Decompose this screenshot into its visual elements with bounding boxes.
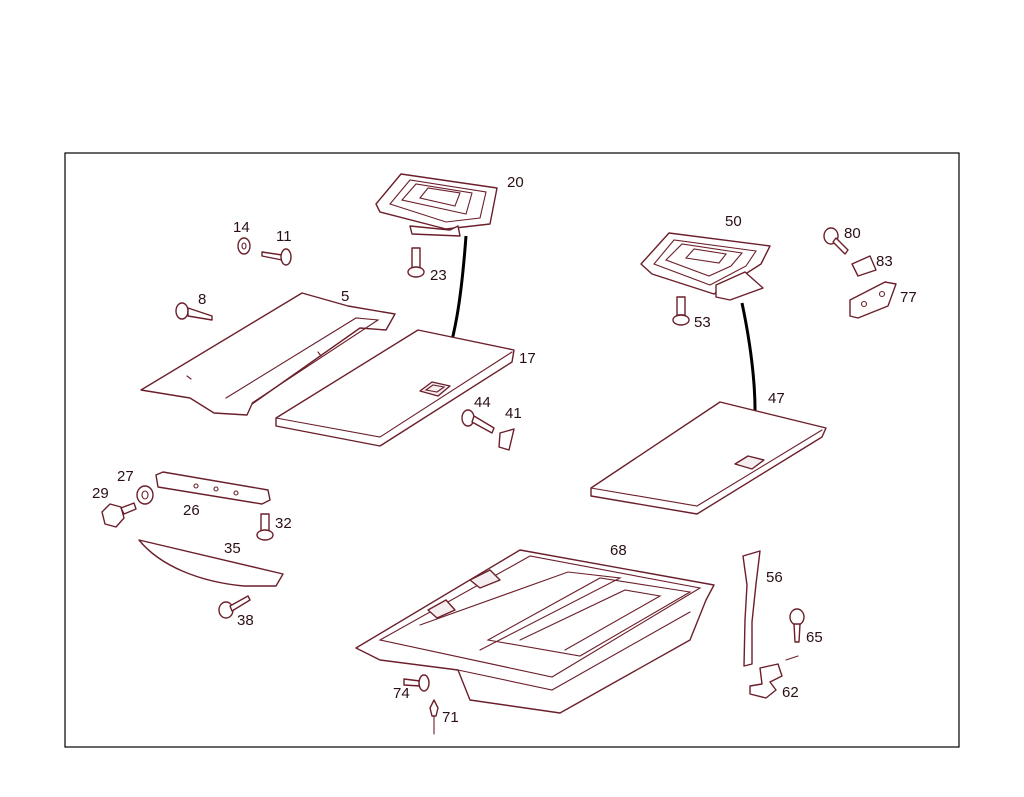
callout-56: 56 <box>766 569 783 586</box>
callout-80: 80 <box>844 225 861 242</box>
callout-5: 5 <box>341 288 349 305</box>
callout-26: 26 <box>183 502 200 519</box>
part-11-screw <box>261 248 292 266</box>
part-38-screw <box>218 595 251 619</box>
callout-53: 53 <box>694 314 711 331</box>
part-26-strip <box>155 471 271 505</box>
part-56-strap <box>742 550 761 667</box>
callout-35: 35 <box>224 540 241 557</box>
part-8-screw <box>175 302 213 321</box>
part-20-cover <box>375 173 498 237</box>
part-71-pin <box>429 699 439 735</box>
callout-labels: 5 8 11 14 17 20 23 26 27 29 32 35 38 41 … <box>92 174 917 726</box>
part-44-screw <box>461 409 495 434</box>
part-41-clip <box>498 428 515 451</box>
callout-68: 68 <box>610 542 627 559</box>
callout-8: 8 <box>198 291 206 308</box>
part-68-tray <box>355 549 715 714</box>
callout-50: 50 <box>725 213 742 230</box>
part-35-trim <box>138 539 284 587</box>
callout-17: 17 <box>519 350 536 367</box>
part-32-screw <box>256 513 274 541</box>
callout-20: 20 <box>507 174 524 191</box>
part-14-washer <box>237 237 251 255</box>
part-83-clip <box>851 255 877 277</box>
callout-44: 44 <box>474 394 491 411</box>
callout-47: 47 <box>768 390 785 407</box>
callout-41: 41 <box>505 405 522 422</box>
callout-74: 74 <box>393 685 410 702</box>
callout-23: 23 <box>430 267 447 284</box>
part-27-washer <box>136 485 154 505</box>
callout-29: 29 <box>92 485 109 502</box>
part-74-screw <box>403 674 430 692</box>
part-53-screw <box>672 296 690 326</box>
callout-62: 62 <box>782 684 799 701</box>
part-17-board <box>275 329 515 447</box>
part-62-hook <box>749 663 783 699</box>
callout-27: 27 <box>117 468 134 485</box>
part-29-nut <box>101 502 137 528</box>
part-80-screw <box>823 227 849 255</box>
part-47-board <box>590 401 827 515</box>
callout-14: 14 <box>233 219 250 236</box>
part-50-cover <box>640 232 771 301</box>
callout-32: 32 <box>275 515 292 532</box>
callout-11: 11 <box>276 228 292 245</box>
callout-77: 77 <box>900 289 917 306</box>
callout-38: 38 <box>237 612 254 629</box>
part-77-bracket <box>849 281 897 319</box>
part-23-screw <box>407 247 425 278</box>
callout-71: 71 <box>442 709 459 726</box>
callout-83: 83 <box>876 253 893 270</box>
part-65-screw <box>785 608 805 661</box>
diagram-frame <box>64 152 960 748</box>
part-5-panel <box>140 292 396 416</box>
callout-65: 65 <box>806 629 823 646</box>
